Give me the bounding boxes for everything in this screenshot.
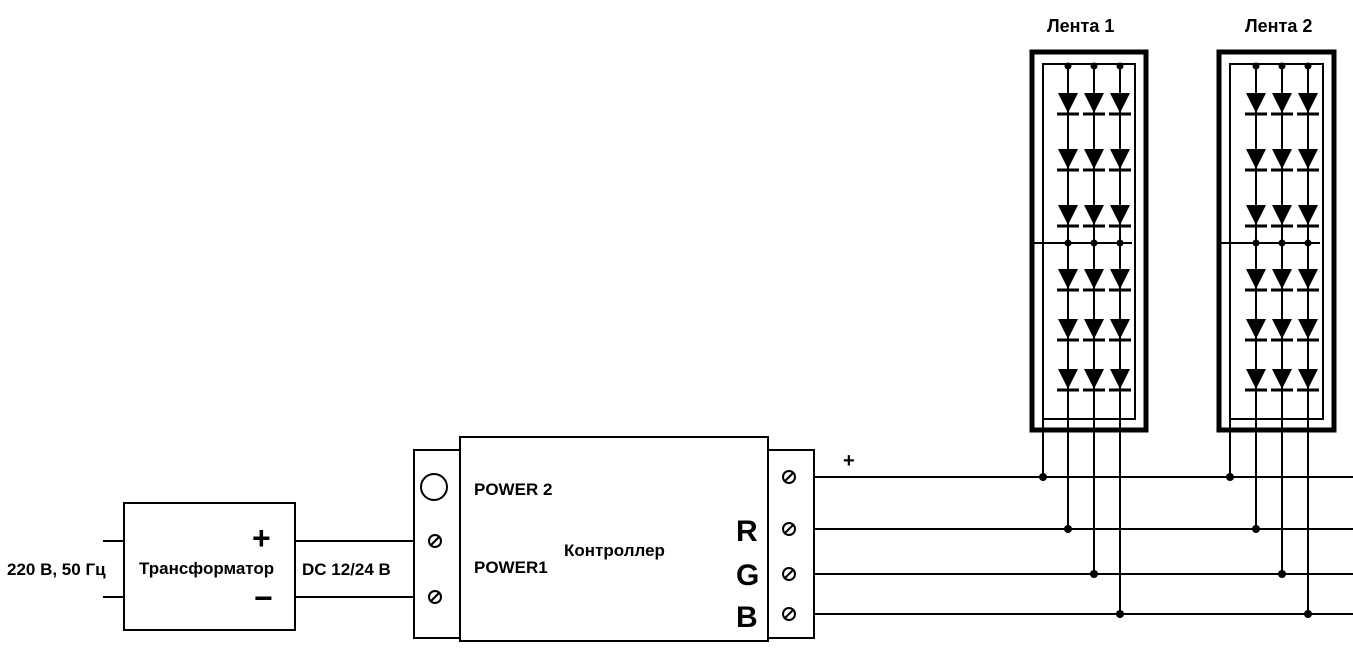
output-screw-slot-3: [784, 609, 794, 619]
led-diode: [1246, 149, 1266, 169]
mains-label: 220 В, 50 Гц: [7, 560, 106, 579]
junction-top-1: [1090, 62, 1098, 70]
led-diode: [1110, 205, 1130, 225]
junction-mid-2: [1304, 239, 1312, 247]
led-strip-2: [1216, 49, 1337, 618]
led-diode: [1298, 205, 1318, 225]
led-diode: [1110, 319, 1130, 339]
junction-mid-0: [1252, 239, 1260, 247]
junction-mid-0: [1064, 239, 1072, 247]
output-wires: [814, 476, 1353, 615]
feed-junction-2: [1278, 570, 1286, 578]
wire-plus-label: +: [843, 450, 855, 472]
led-diode: [1084, 93, 1104, 113]
led-diode: [1298, 369, 1318, 389]
led-diode: [1110, 149, 1130, 169]
led-diode: [1084, 319, 1104, 339]
feed-junction-1: [1252, 525, 1260, 533]
feed-junction-0: [1039, 473, 1047, 481]
output-screw-slot-0: [784, 472, 794, 482]
led-diode: [1298, 269, 1318, 289]
strip-inner-frame: [1042, 63, 1136, 420]
led-diode: [1058, 319, 1078, 339]
led-diode: [1058, 269, 1078, 289]
led-diode: [1272, 93, 1292, 113]
transformer-minus: −: [254, 580, 273, 616]
channel-b-label: B: [736, 601, 758, 634]
led-diode: [1272, 269, 1292, 289]
strip-frame: [1216, 49, 1337, 433]
feed-junction-1: [1064, 525, 1072, 533]
feed-junction-3: [1304, 610, 1312, 618]
junction-top-0: [1064, 62, 1072, 70]
output-screw-slot-2: [784, 569, 794, 579]
feed-junction-0: [1226, 473, 1234, 481]
junction-mid-1: [1090, 239, 1098, 247]
feed-junction-3: [1116, 610, 1124, 618]
led-diode: [1058, 369, 1078, 389]
led-diode: [1246, 369, 1266, 389]
junction-top-1: [1278, 62, 1286, 70]
led-diode: [1058, 149, 1078, 169]
led-diode: [1246, 319, 1266, 339]
strip-inner-frame: [1229, 63, 1324, 420]
led-diode: [1272, 149, 1292, 169]
junction-top-0: [1252, 62, 1260, 70]
led-diode: [1246, 205, 1266, 225]
power2-socket: [420, 473, 448, 501]
led-diode: [1084, 269, 1104, 289]
led-diode: [1272, 319, 1292, 339]
power2-label: POWER 2: [474, 480, 552, 499]
output-screw-slot-1: [784, 524, 794, 534]
strip1-label: Лента 1: [1047, 16, 1114, 36]
dc-label: DC 12/24 В: [302, 560, 391, 579]
dc-wires: [295, 540, 414, 598]
led-diode: [1246, 93, 1266, 113]
led-diode: [1084, 369, 1104, 389]
led-strip-1: [1029, 49, 1149, 618]
led-diode: [1058, 205, 1078, 225]
channel-r-label: R: [736, 515, 758, 548]
led-diode: [1110, 269, 1130, 289]
led-diode: [1058, 93, 1078, 113]
controller-label: Контроллер: [564, 541, 665, 560]
led-diode: [1084, 205, 1104, 225]
strip-frame: [1029, 49, 1149, 433]
junction-mid-2: [1116, 239, 1124, 247]
led-diode: [1246, 269, 1266, 289]
led-diode: [1272, 205, 1292, 225]
junction-top-2: [1304, 62, 1312, 70]
junction-top-2: [1116, 62, 1124, 70]
output-screws: [782, 470, 796, 621]
led-diode: [1298, 319, 1318, 339]
led-diode: [1298, 149, 1318, 169]
transformer-plus: +: [252, 520, 271, 556]
led-diode: [1110, 369, 1130, 389]
channel-g-label: G: [736, 559, 759, 592]
led-diode: [1110, 93, 1130, 113]
power1-screw-positive: [428, 534, 442, 548]
controller-box: [459, 436, 769, 642]
junction-mid-1: [1278, 239, 1286, 247]
led-diode: [1272, 369, 1292, 389]
strip2-label: Лента 2: [1245, 16, 1312, 36]
transformer-label: Трансформатор: [139, 559, 274, 578]
mains-leads: [103, 540, 124, 598]
power1-label: POWER1: [474, 558, 548, 577]
power1-screw-negative: [428, 590, 442, 604]
feed-junction-2: [1090, 570, 1098, 578]
led-diode: [1084, 149, 1104, 169]
transformer-box: [123, 502, 296, 631]
led-diode: [1298, 93, 1318, 113]
